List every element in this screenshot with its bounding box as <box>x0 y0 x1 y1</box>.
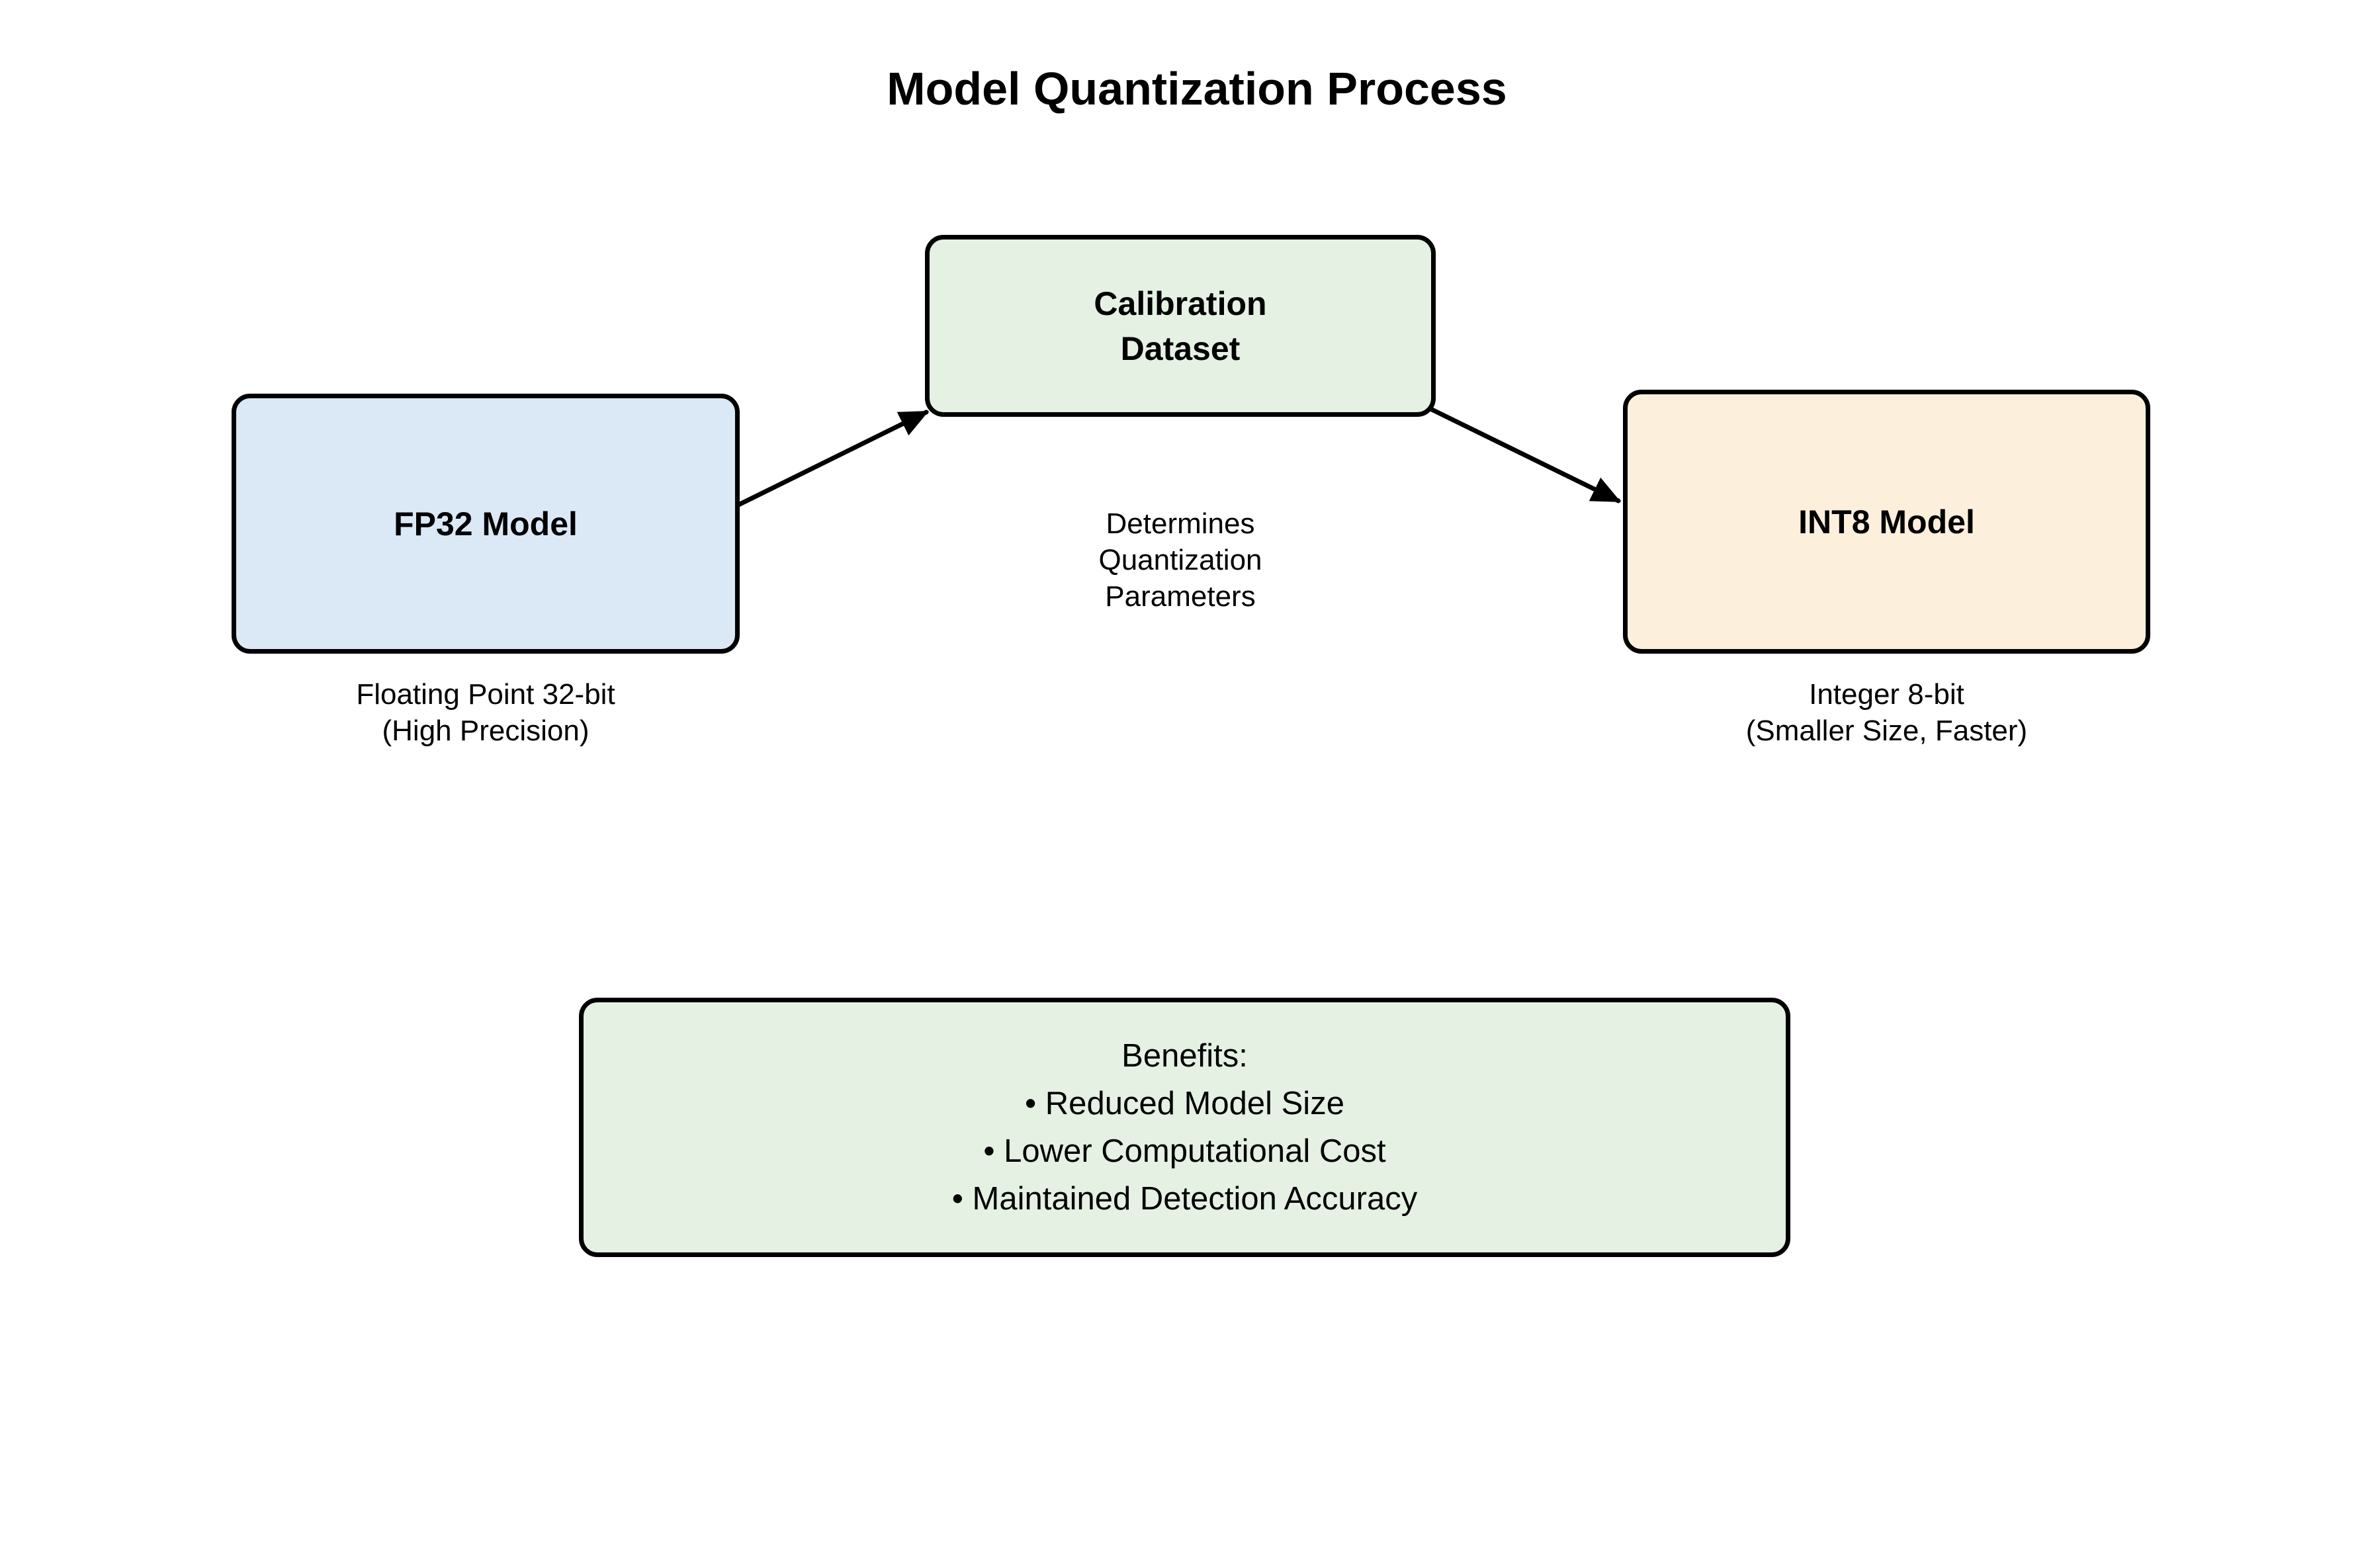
calibration-note: Determines Quantization Parameters <box>925 505 1436 615</box>
int8-caption: Integer 8-bit (Smaller Size, Faster) <box>1623 676 2150 749</box>
benefit-item-lower-cost: • Lower Computational Cost <box>983 1133 1386 1169</box>
fp32-caption-line1: Floating Point 32-bit <box>356 678 615 711</box>
calibration-note-line1: Determines <box>1106 507 1255 540</box>
fp32-model-box: FP32 Model <box>232 394 740 654</box>
int8-model-label: INT8 Model <box>1798 503 1975 541</box>
fp32-model-label: FP32 Model <box>394 505 578 543</box>
calibration-note-line2: Quantization <box>1098 544 1262 576</box>
benefits-box: Benefits: • Reduced Model Size • Lower C… <box>579 998 1790 1257</box>
diagram-title: Model Quantization Process <box>887 63 1507 114</box>
calibration-dataset-box: Calibration Dataset <box>925 235 1436 417</box>
arrow-calibration-to-int8 <box>1426 406 1621 503</box>
fp32-caption: Floating Point 32-bit (High Precision) <box>232 676 740 749</box>
calibration-label-line2: Dataset <box>1120 329 1241 367</box>
benefit-item-maintained-accuracy: • Maintained Detection Accuracy <box>951 1181 1418 1217</box>
fp32-caption-line2: (High Precision) <box>382 715 590 747</box>
int8-model-box: INT8 Model <box>1623 390 2150 654</box>
int8-caption-line2: (Smaller Size, Faster) <box>1745 715 2028 747</box>
benefits-heading: Benefits: <box>1121 1038 1248 1074</box>
int8-caption-line1: Integer 8-bit <box>1809 678 1964 711</box>
arrow-fp32-to-calibration <box>725 410 929 513</box>
benefit-item-reduced-size: • Reduced Model Size <box>1025 1086 1344 1121</box>
calibration-note-line3: Parameters <box>1105 580 1256 613</box>
calibration-label-line1: Calibration <box>1094 284 1267 322</box>
